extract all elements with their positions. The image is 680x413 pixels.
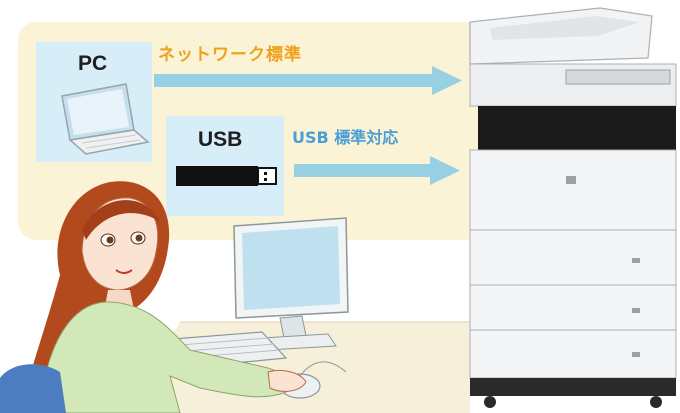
usb-caption: USB 標準対応 bbox=[292, 128, 399, 147]
network-arrow bbox=[154, 66, 462, 95]
woman-figure bbox=[0, 181, 307, 413]
pc-label: PC bbox=[78, 52, 108, 75]
usb-stick-icon bbox=[176, 166, 277, 186]
desktop-monitor-icon bbox=[233, 217, 349, 351]
laptop-icon bbox=[61, 83, 150, 155]
usb-label: USB bbox=[198, 128, 243, 151]
network-caption: ネットワーク標準 bbox=[158, 45, 302, 65]
usb-arrow bbox=[294, 156, 460, 185]
multifunction-printer-icon bbox=[469, 7, 677, 408]
